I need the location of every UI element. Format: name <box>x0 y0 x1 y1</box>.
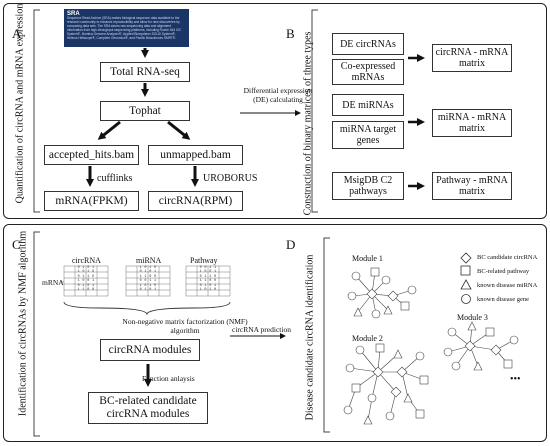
legend-triangle <box>460 279 472 290</box>
panel-b-letter: B <box>286 26 295 41</box>
legend-label-pathway: BC-related pathway <box>477 268 530 275</box>
bc-related-modules-box: BC-related candidate circRNA modules <box>88 392 208 424</box>
binary-matrices <box>60 265 231 297</box>
legend-label-mirna: known disease miRNA <box>477 282 538 289</box>
unmapped-box: unmapped.bam <box>148 145 243 165</box>
sra-screenshot: SRA Sequence Read Archive (SRA) makes bi… <box>64 9 189 47</box>
col-header-circrna: circRNA <box>72 256 101 265</box>
uroborus-label: UROBORUS <box>203 173 258 184</box>
module2-label: Module 2 <box>352 334 383 343</box>
panel-b-arrows <box>408 54 425 190</box>
function-analysis-label: Function anlaysis <box>142 374 195 383</box>
matrix-mirna <box>125 265 171 297</box>
pathway-mrna-matrix-box: Pathway - mRNA matrix <box>432 172 512 200</box>
ellipsis: ••• <box>510 374 521 385</box>
circrna-modules-box: circRNA modules <box>100 339 200 361</box>
legend-diamond <box>460 252 472 264</box>
panel-c-letter: C <box>12 237 21 252</box>
mirna-target-box: miRNA target genes <box>332 121 404 149</box>
legend-label-gene: known disease gene <box>477 296 529 303</box>
nmf-label: Non-negative matrix factorization (NMF) … <box>122 317 248 335</box>
panel-a-bracket <box>33 9 40 213</box>
cufflinks-label: cufflinks <box>97 173 133 184</box>
de-circrnas-box: DE circRNAs <box>332 33 404 55</box>
module-3-network <box>443 321 519 371</box>
circrna-prediction-label: circRNA prediction <box>232 325 291 334</box>
mirna-mrna-matrix-box: miRNA - mRNA matrix <box>432 109 512 137</box>
de-calculating-label: Differential expression (DE) calculating <box>243 86 313 104</box>
panel-a-letter: A <box>12 26 22 41</box>
circrna-rpm-box: circRNA(RPM) <box>148 191 243 211</box>
coexpressed-mrnas-box: Co-expressed mRNAs <box>332 59 404 85</box>
nmf-brace <box>63 301 231 316</box>
panel-a-flow-arrows <box>86 48 199 187</box>
matrix-pathway <box>185 265 231 297</box>
matrix-circrna <box>63 265 109 297</box>
module3-label: Module 3 <box>457 313 488 322</box>
legend-shapes <box>460 252 472 304</box>
module-1-network <box>347 267 417 319</box>
col-header-mirna: miRNA <box>136 256 162 265</box>
total-rnaseq-box: Total RNA-seq <box>100 62 190 82</box>
mrna-row-label: mRNA <box>42 278 64 287</box>
module-2-network <box>343 343 429 425</box>
legend-label-circrna: BC candidate circRNA <box>477 254 538 261</box>
msigdb-box: MsigDB C2 pathways <box>332 172 404 200</box>
panel-b-bracket <box>311 9 318 213</box>
accepted-hits-box: accepted_hits.bam <box>44 145 139 165</box>
legend-circle <box>461 294 471 304</box>
sra-title: SRA <box>67 11 80 17</box>
legend-square <box>460 265 471 276</box>
panel-d-bracket <box>323 237 330 433</box>
module1-label: Module 1 <box>352 254 383 263</box>
col-header-pathway: Pathway <box>190 256 218 265</box>
mrna-fpkm-box: mRNA(FPKM) <box>44 191 139 211</box>
panel-d-letter: D <box>286 237 296 252</box>
tophat-box: Tophat <box>100 101 190 121</box>
panel-c-bracket <box>33 231 40 437</box>
circ-mrna-matrix-box: circRNA - mRNA matrix <box>432 44 512 72</box>
sra-description: Sequence Read Archive (SRA) makes biolog… <box>67 16 181 40</box>
de-mirnas-box: DE miRNAs <box>332 94 404 116</box>
